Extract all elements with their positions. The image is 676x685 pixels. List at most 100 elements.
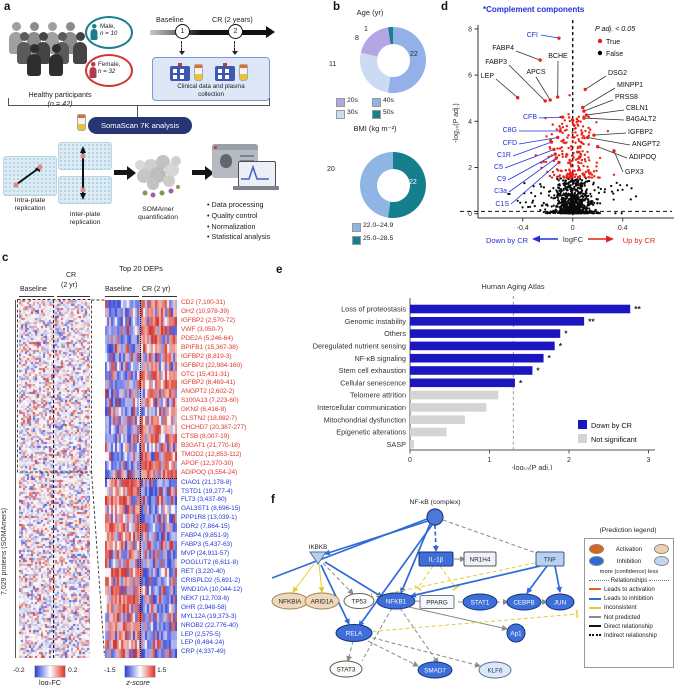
svg-text:2: 2 — [567, 457, 571, 464]
protein-label: CLSTN2 (18,882-7) — [181, 415, 237, 423]
hospital-icon — [170, 63, 190, 81]
donut-slice-value: 22 — [409, 179, 417, 186]
svg-text:C1S: C1S — [495, 201, 509, 208]
protein-label: IGFBP2 (2,570-72) — [181, 316, 236, 324]
svg-text:PRSS8: PRSS8 — [615, 94, 638, 101]
analysis-bullet-list: • Data processing• Quality control• Norm… — [207, 200, 327, 243]
age-donut-hole — [376, 43, 410, 77]
z-scale-max: 1.5 — [157, 667, 167, 674]
legend-label: 22.0–24.9 — [363, 222, 394, 229]
svg-text:P adj. < 0.05: P adj. < 0.05 — [595, 24, 636, 33]
age-donut-title: Age (yr) — [356, 8, 384, 17]
protein-label: CTSB (8,007-19) — [181, 433, 230, 441]
bracket-stem — [137, 105, 139, 117]
legend-swatch — [372, 98, 381, 107]
svg-text:4: 4 — [468, 119, 472, 126]
network-edges — [271, 518, 579, 668]
left-heatmap-col-cr: CR — [66, 272, 77, 279]
protein-label: WND10A (10,044-12) — [181, 585, 243, 593]
protein-label: VWF (3,050-7) — [181, 325, 223, 333]
svg-text:C8G: C8G — [503, 127, 517, 134]
svg-text:*Complement components: *Complement components — [483, 5, 585, 14]
svg-text:*: * — [548, 353, 552, 363]
bar-10 — [410, 427, 447, 437]
volcano-points-true — [534, 94, 616, 179]
panel-c-label: c — [2, 252, 9, 264]
protein-label: IGFBP2 (8,469-41) — [181, 379, 236, 387]
fc-scale-max: 0.2 — [68, 667, 78, 674]
svg-text:0: 0 — [408, 457, 412, 464]
top20-up-protein-list: CD2 (7,100-31)GH2 (10,978-39)IGFBP2 (2,5… — [181, 299, 246, 478]
svg-text:False: False — [606, 51, 623, 58]
timepoint-2: 2 — [228, 24, 243, 39]
protein-label: B3GAT1 (21,770-18) — [181, 442, 240, 449]
female-group-badge: Female,n = 32 — [85, 54, 133, 87]
legend-relationship-row: Direct relationship — [589, 623, 669, 630]
relationships-header: Relationships — [589, 577, 669, 584]
svg-text:C5: C5 — [494, 164, 503, 171]
legend-swatch — [352, 223, 361, 232]
timeline-arrowhead — [266, 26, 275, 38]
timeline-drop-2 — [231, 41, 238, 55]
svg-text:**: ** — [588, 316, 595, 326]
baseline-label: Baseline — [156, 15, 184, 24]
svg-text:Down by CR: Down by CR — [591, 421, 632, 430]
legend-label: 25.0–28.5 — [363, 235, 394, 242]
intra-plate-arrow — [13, 164, 43, 188]
svg-text:-0.4: -0.4 — [517, 225, 529, 232]
protein-label: CRP (4,337-49) — [181, 648, 226, 656]
svg-text:ARID1A: ARID1A — [311, 598, 335, 605]
protein-label: GKN2 (6,416-8) — [181, 406, 227, 414]
bar-8 — [410, 403, 487, 412]
protein-label: LEP (2,575-5) — [181, 630, 221, 638]
node-KLF6 — [478, 661, 512, 679]
svg-text:Loss of proteostasis: Loss of proteostasis — [341, 305, 406, 314]
svg-text:-log₁₀(P adj.): -log₁₀(P adj.) — [511, 463, 552, 470]
node-nfkb-complex — [426, 508, 444, 526]
z-scale-label: z-score — [126, 678, 150, 685]
fc-scale-min: -0.2 — [13, 667, 25, 674]
svg-text:1: 1 — [488, 457, 492, 464]
panel-e-label: e — [276, 264, 283, 276]
protein-label: NROB2 (22,776-40) — [181, 621, 238, 629]
svg-text:Intercellular communication: Intercellular communication — [317, 403, 406, 412]
node-STAT1 — [462, 593, 498, 611]
analysis-bullet: • Statistical analysis — [207, 232, 271, 242]
z-scale-bar — [124, 665, 156, 678]
top20-deps-title: Top 20 DEPs — [119, 264, 163, 273]
svg-text:*: * — [536, 366, 540, 376]
confidence-scale-label: more (confidence) less — [599, 568, 659, 575]
svg-text:FABP3: FABP3 — [485, 59, 507, 66]
node-CEBPB — [506, 593, 542, 611]
legend-line-row: Inconsistent — [589, 604, 669, 611]
svg-text:FABP4: FABP4 — [492, 45, 514, 52]
bar-0 — [410, 304, 631, 314]
right-heatmap-divider — [140, 300, 141, 658]
cr-2years-label: CR (2 years) — [212, 15, 253, 24]
panel-c: c 7,029 proteins (SOMAmers) Baseline CR … — [0, 250, 270, 685]
up-down-separator — [105, 478, 177, 479]
protein-label: PPP1R8 (13,039-1) — [181, 514, 237, 522]
node-IKBKB — [309, 551, 327, 565]
protein-label: MVP (24,911-57) — [181, 550, 230, 558]
left-heatmap-divider — [53, 300, 54, 658]
inter-plate-arrow — [80, 146, 86, 200]
svg-text:SMAD7: SMAD7 — [424, 667, 446, 674]
laptop-base — [233, 186, 279, 190]
participants-crowd-icon — [8, 22, 98, 84]
bracket — [8, 98, 270, 106]
legend-line-row: Leads to inhibition — [589, 595, 669, 602]
protein-label: ANGPT2 (2,602-2) — [181, 388, 235, 396]
bar-3 — [410, 341, 555, 351]
panel-a: a Healthy participants(n = 42) Male,n = … — [0, 0, 330, 250]
right-heatmap-col-cr: CR (2 yr) — [142, 286, 171, 293]
svg-text:NFKBIA: NFKBIA — [279, 598, 303, 605]
svg-text:RELA: RELA — [346, 630, 363, 637]
panel-f-label: f — [271, 494, 275, 506]
svg-text:6: 6 — [468, 73, 472, 80]
analysis-bullet: • Normalization — [207, 221, 256, 231]
